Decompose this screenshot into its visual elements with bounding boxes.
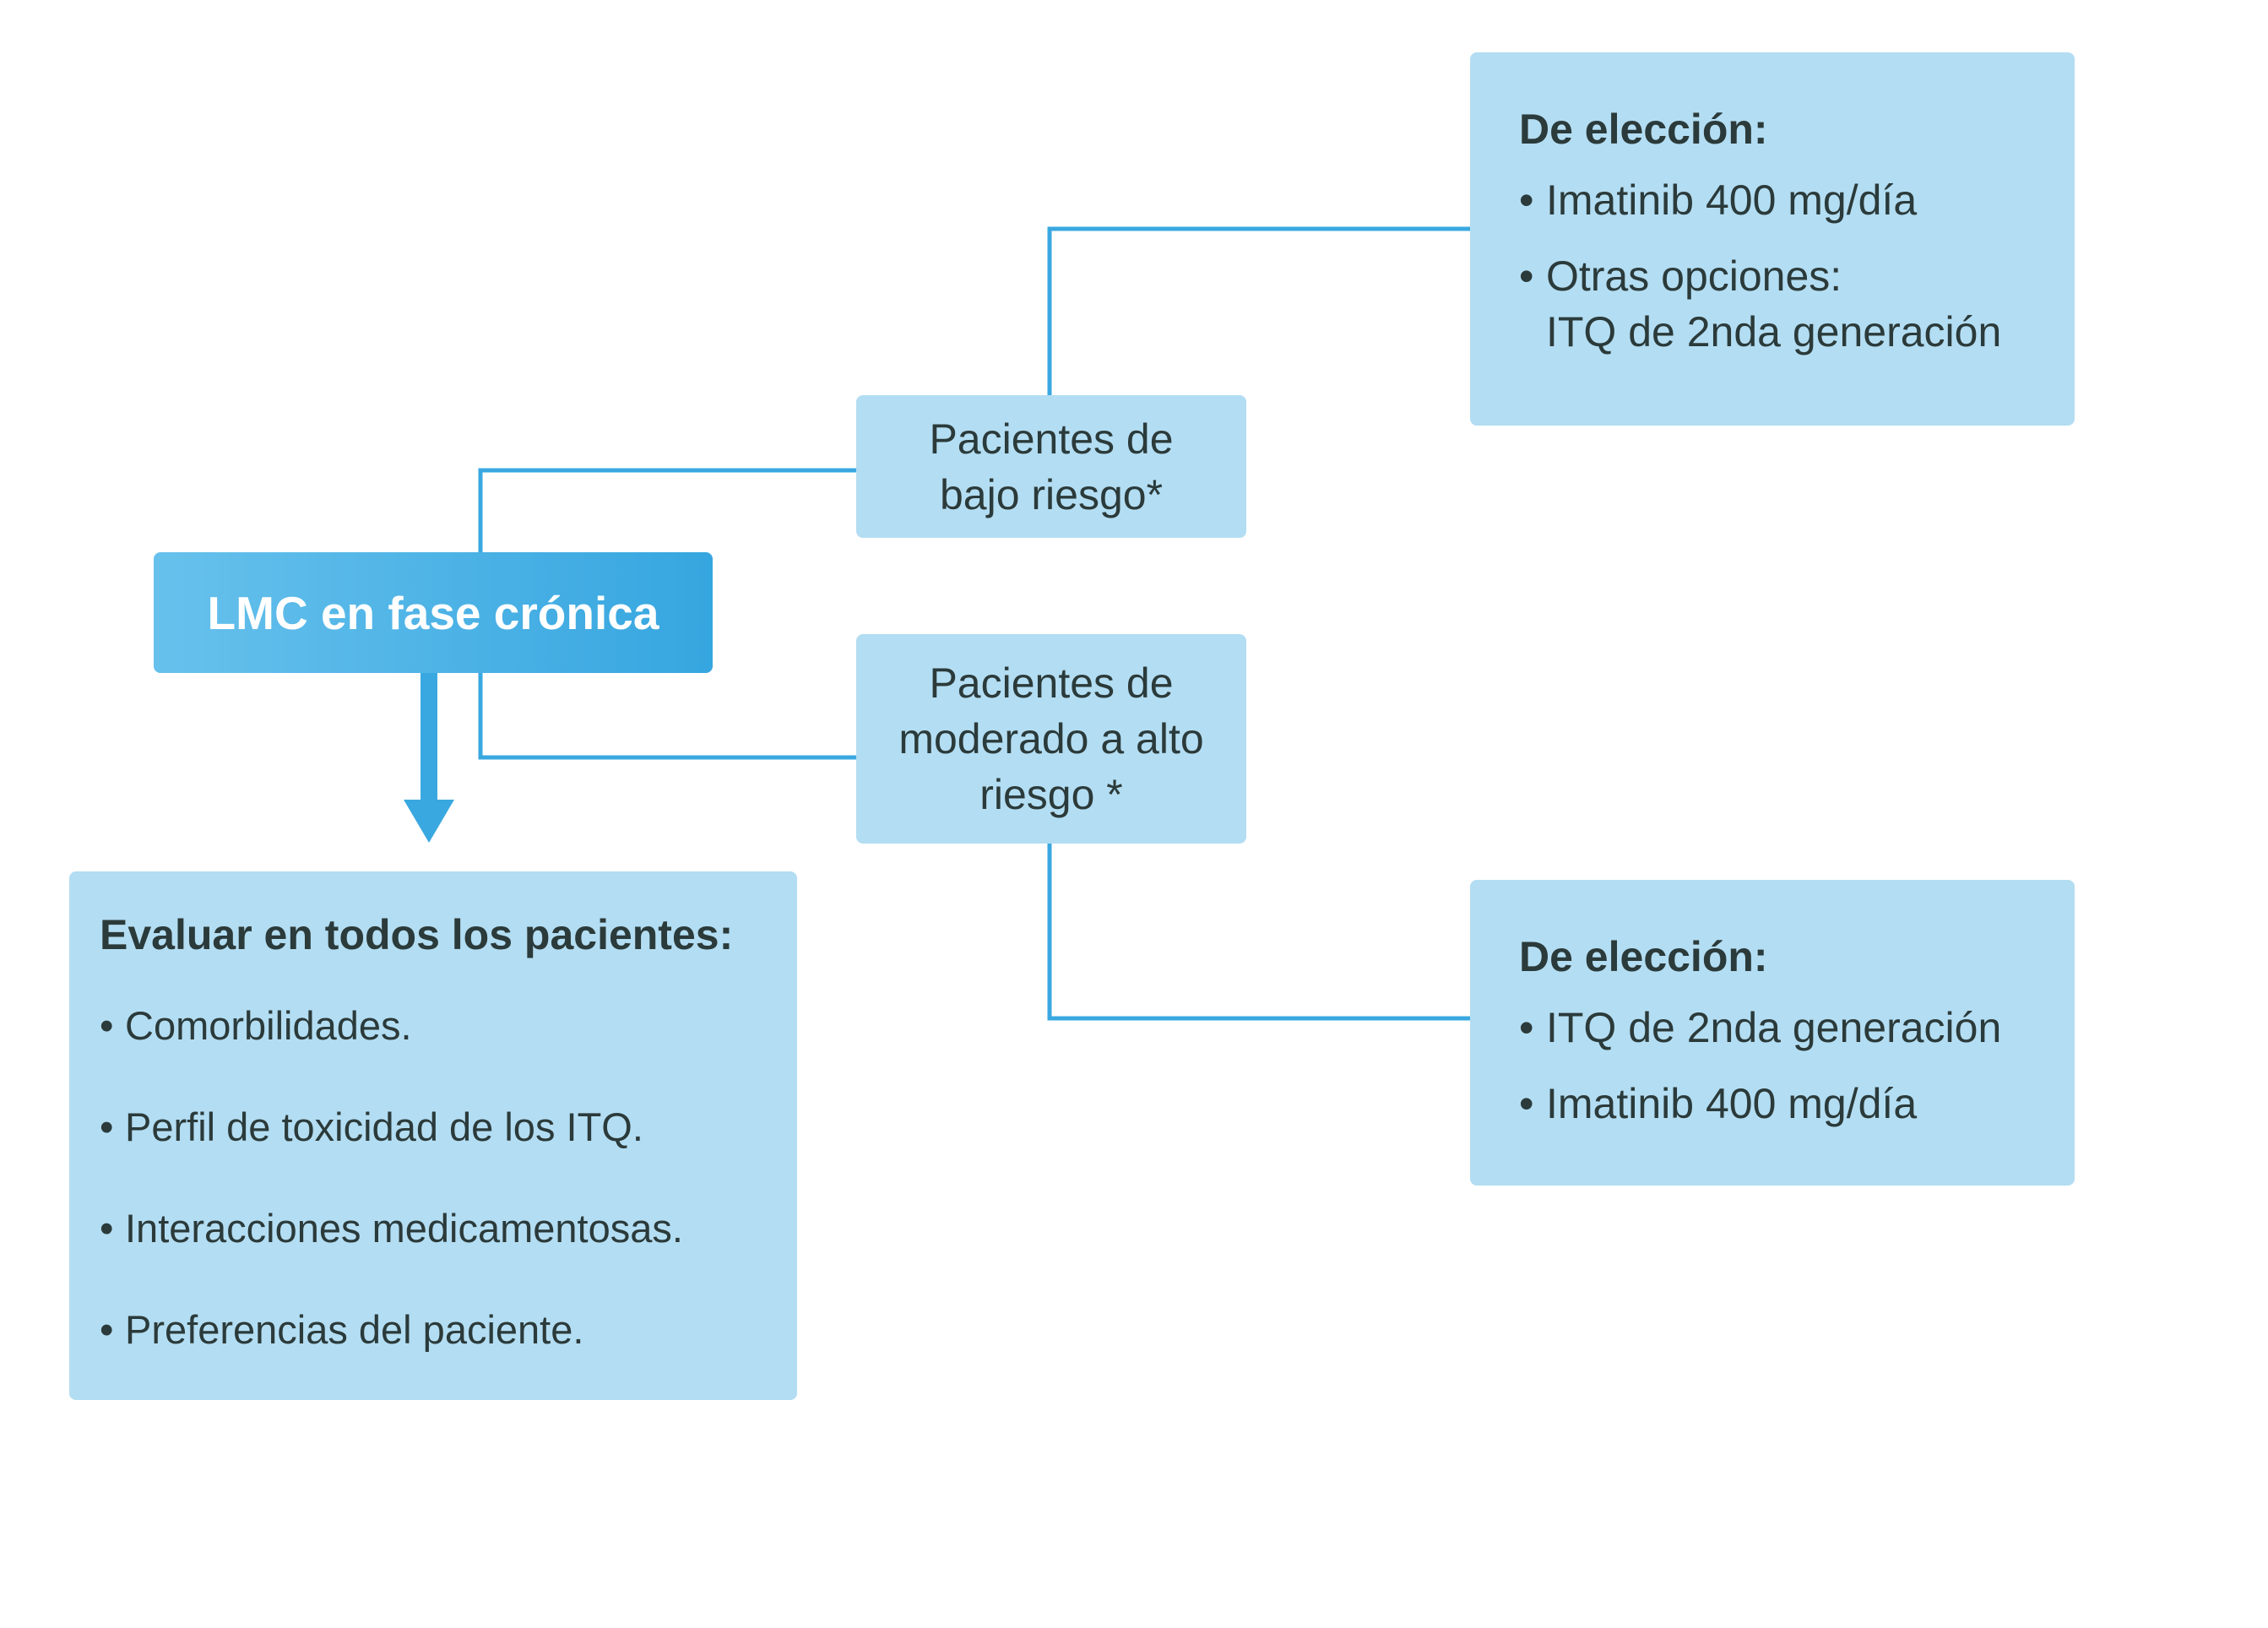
- evaluate-all-box: Evaluar en todos los pacientes: • Comorb…: [69, 871, 797, 1400]
- connector-main-to-low-risk: [478, 468, 856, 552]
- list-item: • Comorbilidades.: [100, 998, 797, 1054]
- bullet-icon: •: [100, 1206, 114, 1251]
- list-item: • Preferencias del paciente.: [100, 1302, 797, 1358]
- evaluate-item-1: Comorbilidades.: [125, 1003, 412, 1048]
- list-item: • Imatinib 400 mg/día: [1519, 172, 2075, 228]
- evaluate-item-2: Perfil de toxicidad de los ITQ.: [125, 1104, 643, 1149]
- choice-low-list: • Imatinib 400 mg/día • Otras opciones: …: [1519, 172, 2075, 360]
- choice-low-item-1-line-1: Imatinib 400 mg/día: [1546, 176, 1918, 224]
- bullet-icon: •: [100, 1307, 114, 1352]
- arrow-head: [404, 800, 454, 843]
- bullet-icon: •: [1519, 1004, 1534, 1051]
- choice-high-item-2-line-1: Imatinib 400 mg/día: [1546, 1080, 1918, 1127]
- main-node-label: LMC en fase crónica: [207, 586, 659, 639]
- connector-main-to-high-risk: [478, 673, 856, 760]
- evaluate-list: • Comorbilidades. • Perfil de toxicidad …: [100, 998, 797, 1358]
- choice-low-item-2-line-1: Otras opciones:: [1546, 252, 1842, 300]
- low-risk-label-line-2: bajo riesgo*: [939, 470, 1164, 518]
- high-risk-label-line-3: riesgo *: [979, 771, 1123, 818]
- list-item: • Interacciones medicamentosas.: [100, 1201, 797, 1256]
- main-node-lmc: LMC en fase crónica: [154, 552, 713, 673]
- choice-low-risk-box: De elección: • Imatinib 400 mg/día • Otr…: [1470, 52, 2075, 426]
- choice-high-heading: De elección:: [1519, 933, 1768, 980]
- evaluate-item-3: Interacciones medicamentosas.: [125, 1206, 683, 1251]
- bullet-icon: •: [1519, 252, 1534, 300]
- high-risk-box: Pacientes de moderado a alto riesgo *: [856, 634, 1246, 844]
- evaluate-heading: Evaluar en todos los pacientes:: [100, 911, 734, 958]
- list-item: • Perfil de toxicidad de los ITQ.: [100, 1099, 797, 1155]
- connector-low-risk-to-choice: [1047, 226, 1470, 395]
- choice-low-item-2-line-2: ITQ de 2nda generación: [1546, 308, 2002, 355]
- low-risk-label-line-1: Pacientes de: [929, 415, 1174, 463]
- high-risk-label-line-2: moderado a alto: [898, 715, 1204, 762]
- high-risk-label-line-1: Pacientes de: [929, 659, 1174, 707]
- low-risk-box: Pacientes de bajo riesgo*: [856, 395, 1246, 538]
- choice-high-risk-box: De elección: • ITQ de 2nda generación • …: [1470, 880, 2075, 1186]
- bullet-icon: •: [100, 1104, 114, 1149]
- connector-high-risk-to-choice: [1047, 844, 1470, 1021]
- choice-high-list: • ITQ de 2nda generación • Imatinib 400 …: [1519, 1000, 2075, 1131]
- bullet-icon: •: [1519, 1080, 1534, 1127]
- choice-high-item-1-line-1: ITQ de 2nda generación: [1546, 1004, 2002, 1051]
- evaluate-item-4: Preferencias del paciente.: [125, 1307, 584, 1352]
- list-item: • Imatinib 400 mg/día: [1519, 1076, 2075, 1131]
- bullet-icon: •: [100, 1003, 114, 1048]
- choice-low-heading: De elección:: [1519, 106, 1768, 153]
- arrow-shaft: [421, 673, 437, 801]
- bullet-icon: •: [1519, 176, 1534, 224]
- list-item: • Otras opciones: ITQ de 2nda generación: [1519, 248, 2075, 360]
- list-item: • ITQ de 2nda generación: [1519, 1000, 2075, 1055]
